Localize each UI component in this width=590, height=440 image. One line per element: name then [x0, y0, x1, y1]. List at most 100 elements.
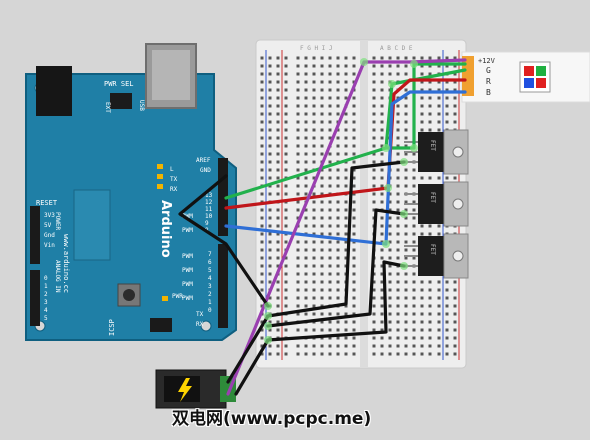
- breadboard-hole: [268, 144, 272, 148]
- breadboard-hole: [372, 64, 376, 68]
- breadboard-hole: [420, 112, 424, 116]
- breadboard-hole: [437, 120, 441, 124]
- breadboard-hole: [352, 160, 356, 164]
- breadboard-hole: [352, 64, 356, 68]
- breadboard-hole: [260, 256, 264, 260]
- breadboard-hole: [276, 168, 280, 172]
- breadboard-hole: [372, 208, 376, 212]
- breadboard-hole: [312, 80, 316, 84]
- breadboard-hole: [412, 200, 416, 204]
- breadboard-hole: [312, 160, 316, 164]
- breadboard-hole: [320, 64, 324, 68]
- breadboard-hole: [336, 72, 340, 76]
- breadboard-hole: [260, 288, 264, 292]
- breadboard-hole: [336, 144, 340, 148]
- breadboard-hole: [268, 184, 272, 188]
- breadboard-hole: [304, 56, 308, 60]
- breadboard-hole: [328, 264, 332, 268]
- breadboard-hole: [296, 328, 300, 332]
- digital-pin-label: 12: [205, 199, 213, 206]
- breadboard-hole: [312, 88, 316, 92]
- breadboard-hole: [437, 320, 441, 324]
- breadboard-hole: [304, 160, 308, 164]
- breadboard-hole: [388, 72, 392, 76]
- breadboard-hole: [328, 344, 332, 348]
- breadboard-hole: [260, 120, 264, 124]
- breadboard-hole: [296, 176, 300, 180]
- breadboard-hole: [445, 64, 449, 68]
- digital-pin-label: 0: [208, 307, 212, 314]
- breadboard-hole: [396, 120, 400, 124]
- breadboard-hole: [328, 272, 332, 276]
- breadboard-hole: [320, 344, 324, 348]
- breadboard-hole: [388, 192, 392, 196]
- breadboard-hole: [437, 104, 441, 108]
- digital-pin-label: 4: [208, 275, 212, 282]
- breadboard-hole: [268, 280, 272, 284]
- breadboard-hole: [260, 280, 264, 284]
- breadboard-hole: [344, 184, 348, 188]
- breadboard-hole: [352, 144, 356, 148]
- breadboard-hole: [453, 288, 457, 292]
- wire-endpoint: [400, 262, 408, 270]
- breadboard-hole: [404, 344, 408, 348]
- breadboard-hole: [372, 176, 376, 180]
- breadboard-hole: [372, 344, 376, 348]
- breadboard-hole: [296, 208, 300, 212]
- breadboard-hole: [320, 288, 324, 292]
- breadboard-hole: [312, 344, 316, 348]
- breadboard-hole: [284, 288, 288, 292]
- breadboard-hole: [428, 280, 432, 284]
- wire-endpoint: [384, 184, 392, 192]
- breadboard-hole: [453, 88, 457, 92]
- breadboard-hole: [312, 232, 316, 236]
- breadboard-hole: [420, 64, 424, 68]
- breadboard-hole: [260, 152, 264, 156]
- digital-pin-label: 5: [208, 267, 212, 274]
- breadboard-hole: [388, 272, 392, 276]
- breadboard-hole: [420, 336, 424, 340]
- icsp-label: ICSP: [108, 319, 116, 336]
- breadboard-hole: [380, 216, 384, 220]
- breadboard-hole: [380, 168, 384, 172]
- breadboard-hole: [372, 352, 376, 356]
- breadboard-hole: [428, 176, 432, 180]
- breadboard-hole: [320, 144, 324, 148]
- watermark-text: 双电网(www.pcpc.me): [172, 409, 372, 429]
- breadboard-hole: [284, 120, 288, 124]
- breadboard-hole: [380, 160, 384, 164]
- breadboard-hole: [328, 104, 332, 108]
- breadboard-hole: [296, 296, 300, 300]
- breadboard-hole: [312, 120, 316, 124]
- breadboard-hole: [453, 304, 457, 308]
- breadboard-hole: [445, 296, 449, 300]
- breadboard-hole: [404, 176, 408, 180]
- breadboard-hole: [380, 128, 384, 132]
- breadboard-hole: [268, 192, 272, 196]
- breadboard-hole: [372, 272, 376, 276]
- breadboard-hole: [296, 56, 300, 60]
- breadboard-hole: [352, 192, 356, 196]
- breadboard-hole: [312, 104, 316, 108]
- tx-led: [157, 174, 163, 179]
- breadboard-hole: [268, 216, 272, 220]
- breadboard-hole: [336, 104, 340, 108]
- wire-endpoint: [400, 158, 408, 166]
- breadboard-hole: [268, 96, 272, 100]
- breadboard-hole: [344, 64, 348, 68]
- breadboard-hole: [284, 352, 288, 356]
- breadboard-hole: [268, 112, 272, 116]
- breadboard-hole: [420, 104, 424, 108]
- breadboard-hole: [380, 104, 384, 108]
- breadboard-hole: [328, 168, 332, 172]
- breadboard-hole: [276, 208, 280, 212]
- breadboard-hole: [336, 224, 340, 228]
- breadboard-hole: [268, 160, 272, 164]
- breadboard-hole: [396, 280, 400, 284]
- breadboard-hole: [404, 128, 408, 132]
- breadboard-hole: [260, 96, 264, 100]
- breadboard-hole: [312, 240, 316, 244]
- breadboard-hole: [453, 56, 457, 60]
- breadboard-hole: [284, 72, 288, 76]
